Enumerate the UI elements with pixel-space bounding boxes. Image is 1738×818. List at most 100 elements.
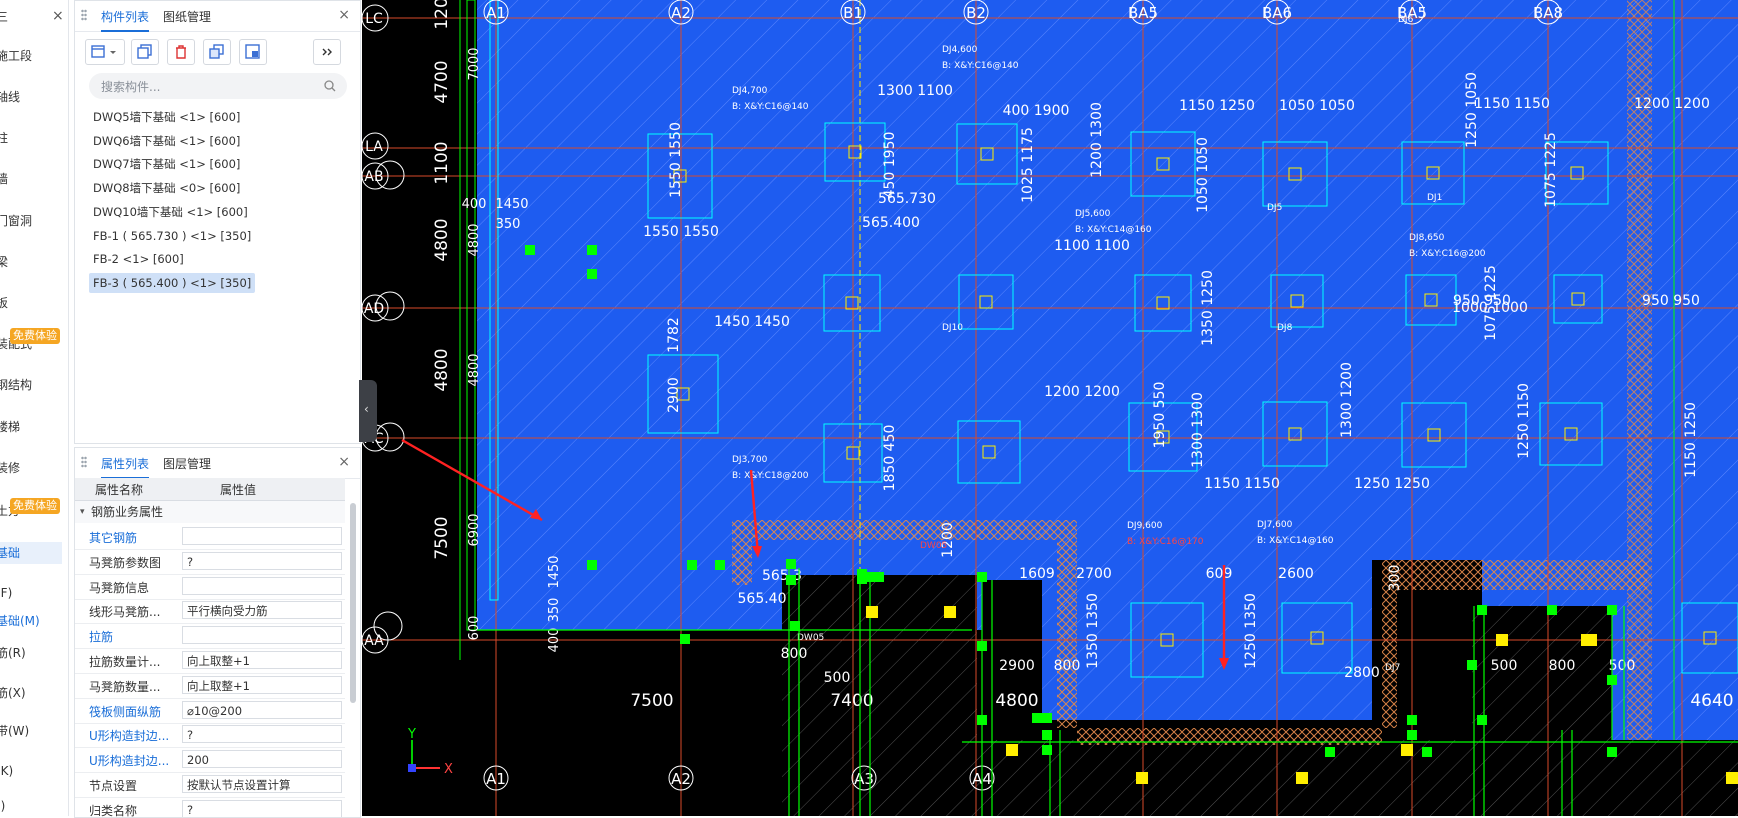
- property-value-field[interactable]: 200: [182, 750, 342, 769]
- grip-point: [1407, 730, 1417, 740]
- property-value-field[interactable]: [182, 576, 342, 595]
- nav-w[interactable]: 带(W): [0, 724, 30, 738]
- nav-f[interactable]: (F): [0, 586, 13, 600]
- new-component-button[interactable]: [85, 39, 125, 65]
- component-list-item[interactable]: FB-1 ( 565.730 ) <1> [350]: [93, 228, 252, 243]
- dimension-text: 800: [1054, 658, 1081, 674]
- tab-component-list[interactable]: 构件列表: [101, 8, 150, 32]
- component-search: [89, 73, 347, 99]
- nav-column[interactable]: 柱: [0, 127, 62, 149]
- footing-center: [1156, 296, 1170, 310]
- component-list-item[interactable]: DWQ6墙下基础 <1> [600]: [93, 133, 241, 148]
- footing-dimension: 565.3: [762, 568, 802, 584]
- raft-slab[interactable]: [477, 0, 1738, 740]
- property-value-field[interactable]: ⌀10@200: [182, 700, 342, 719]
- search-input[interactable]: [99, 77, 313, 97]
- cad-drawing[interactable]: A1A2B1B2BA5BA6BA5BA8A1A2A3A4LCLAABADACAA…: [362, 0, 1738, 816]
- nav-close-icon[interactable]: ×: [52, 8, 64, 24]
- coordinate-indicator: Y X: [407, 727, 453, 777]
- property-value-field[interactable]: 按默认节点设置计算: [182, 775, 342, 793]
- nav-axis[interactable]: 轴线: [0, 90, 21, 104]
- property-value-field[interactable]: 向上取整+1: [182, 675, 342, 694]
- component-list-item[interactable]: DWQ8墙下基础 <0> [600]: [93, 181, 241, 196]
- footing-outline: [824, 122, 886, 182]
- nav-beam[interactable]: 梁: [0, 251, 62, 273]
- component-list-item[interactable]: DWQ10墙下基础 <1> [600]: [93, 204, 248, 219]
- copy-component-button[interactable]: [131, 39, 159, 65]
- tab-drawing-management[interactable]: 图纸管理: [163, 10, 212, 24]
- footing-center: [676, 387, 690, 401]
- property-value-field[interactable]: [182, 626, 342, 645]
- axis-label: A1: [486, 4, 506, 22]
- property-table-header: 属性名称 属性值: [75, 478, 345, 501]
- footing-center: [1426, 166, 1440, 180]
- component-list-item[interactable]: DWQ7墙下基础 <1> [600]: [93, 157, 241, 172]
- nav-foundation[interactable]: 基础: [0, 542, 62, 564]
- property-panel-tabbar: 属性列表 图层管理 ×: [75, 448, 360, 479]
- free-trial-badge[interactable]: 免费体验: [10, 328, 60, 344]
- component-list-item[interactable]: DWQ5墙下基础 <1> [600]: [93, 110, 241, 124]
- component-list-item[interactable]: FB-2 <1> [600]: [93, 252, 184, 267]
- nav-slab[interactable]: 板: [0, 292, 62, 314]
- layer-copy-button[interactable]: [203, 39, 231, 65]
- grip-point: [1467, 660, 1477, 670]
- nav-top[interactable]: 三: [0, 6, 62, 28]
- property-value-field[interactable]: ?: [182, 725, 342, 744]
- footing-dimension: 950 950: [1453, 293, 1511, 309]
- footing-dimension: 2600: [1278, 566, 1314, 582]
- grip-point: [715, 560, 725, 570]
- grip-point: [1042, 713, 1052, 723]
- dimension-text: 350: [547, 598, 562, 623]
- property-value-field[interactable]: [182, 527, 342, 545]
- grip-point: [587, 560, 597, 570]
- property-scrollbar[interactable]: [350, 503, 356, 703]
- grip-point: [587, 245, 597, 255]
- nav-decoration[interactable]: 装修: [0, 461, 21, 475]
- drag-handle-icon[interactable]: [81, 9, 87, 21]
- free-trial-badge[interactable]: 免费体验: [10, 498, 60, 514]
- grip-point: [1547, 605, 1557, 615]
- nav-steel[interactable]: 钢结构: [0, 378, 33, 392]
- axis-bubble: [373, 611, 403, 641]
- footing-label: DJ5: [1267, 203, 1282, 213]
- nav-construction-section[interactable]: 施工段: [0, 49, 33, 63]
- dimension-text: 6900: [467, 513, 482, 546]
- component-toolbar: [85, 39, 350, 65]
- axis-label: LA: [365, 139, 383, 155]
- nav-r[interactable]: 筋(R): [0, 646, 26, 660]
- axis-bubble: [851, 765, 877, 791]
- close-icon[interactable]: ×: [338, 7, 350, 23]
- drag-handle-icon[interactable]: [81, 456, 87, 468]
- nav-k[interactable]: (K): [0, 764, 14, 778]
- import-button[interactable]: [239, 39, 267, 65]
- search-icon[interactable]: [323, 79, 337, 93]
- property-value-field[interactable]: ?: [182, 799, 342, 817]
- axis-label: A2: [671, 4, 691, 22]
- nav-foundation-m[interactable]: 基础(M): [0, 614, 40, 628]
- more-button[interactable]: [313, 39, 341, 65]
- panel-collapse-handle[interactable]: ‹: [359, 380, 377, 442]
- component-list-item[interactable]: FB-3 ( 565.400 ) <1> [350]: [89, 272, 256, 293]
- nav-x[interactable]: 筋(X): [0, 686, 26, 700]
- axis-bubble: [1399, 0, 1425, 25]
- nav-wall[interactable]: 墙: [0, 168, 62, 190]
- tab-property-list[interactable]: 属性列表: [101, 455, 150, 479]
- footing-label: B: X&Y:C16@140: [732, 102, 809, 112]
- nav-door-window[interactable]: 门窗洞: [0, 214, 33, 228]
- collapse-icon[interactable]: ▾: [80, 507, 85, 517]
- axis-grid: [362, 0, 1738, 816]
- close-icon[interactable]: ×: [338, 454, 350, 470]
- property-value-field[interactable]: 平行横向受力筋: [182, 601, 342, 620]
- nav-blank[interactable]: (): [0, 799, 6, 813]
- property-group-rebar[interactable]: ▾ 钢筋业务属性: [75, 501, 345, 523]
- grip-point: [874, 572, 884, 582]
- property-value-field[interactable]: 向上取整+1: [182, 651, 342, 669]
- nav-stair[interactable]: 楼梯: [0, 420, 21, 434]
- drawing-canvas[interactable]: A1A2B1B2BA5BA6BA5BA8A1A2A3A4LCLAABADACAA…: [362, 0, 1738, 816]
- tab-layer-management[interactable]: 图层管理: [163, 457, 212, 471]
- axis-label: LC: [365, 11, 383, 27]
- delete-component-button[interactable]: [167, 39, 195, 65]
- property-row: 马凳筋数量...向上取整+1: [75, 673, 345, 699]
- footing-outline: [1281, 602, 1353, 674]
- property-value-field[interactable]: ?: [182, 551, 342, 570]
